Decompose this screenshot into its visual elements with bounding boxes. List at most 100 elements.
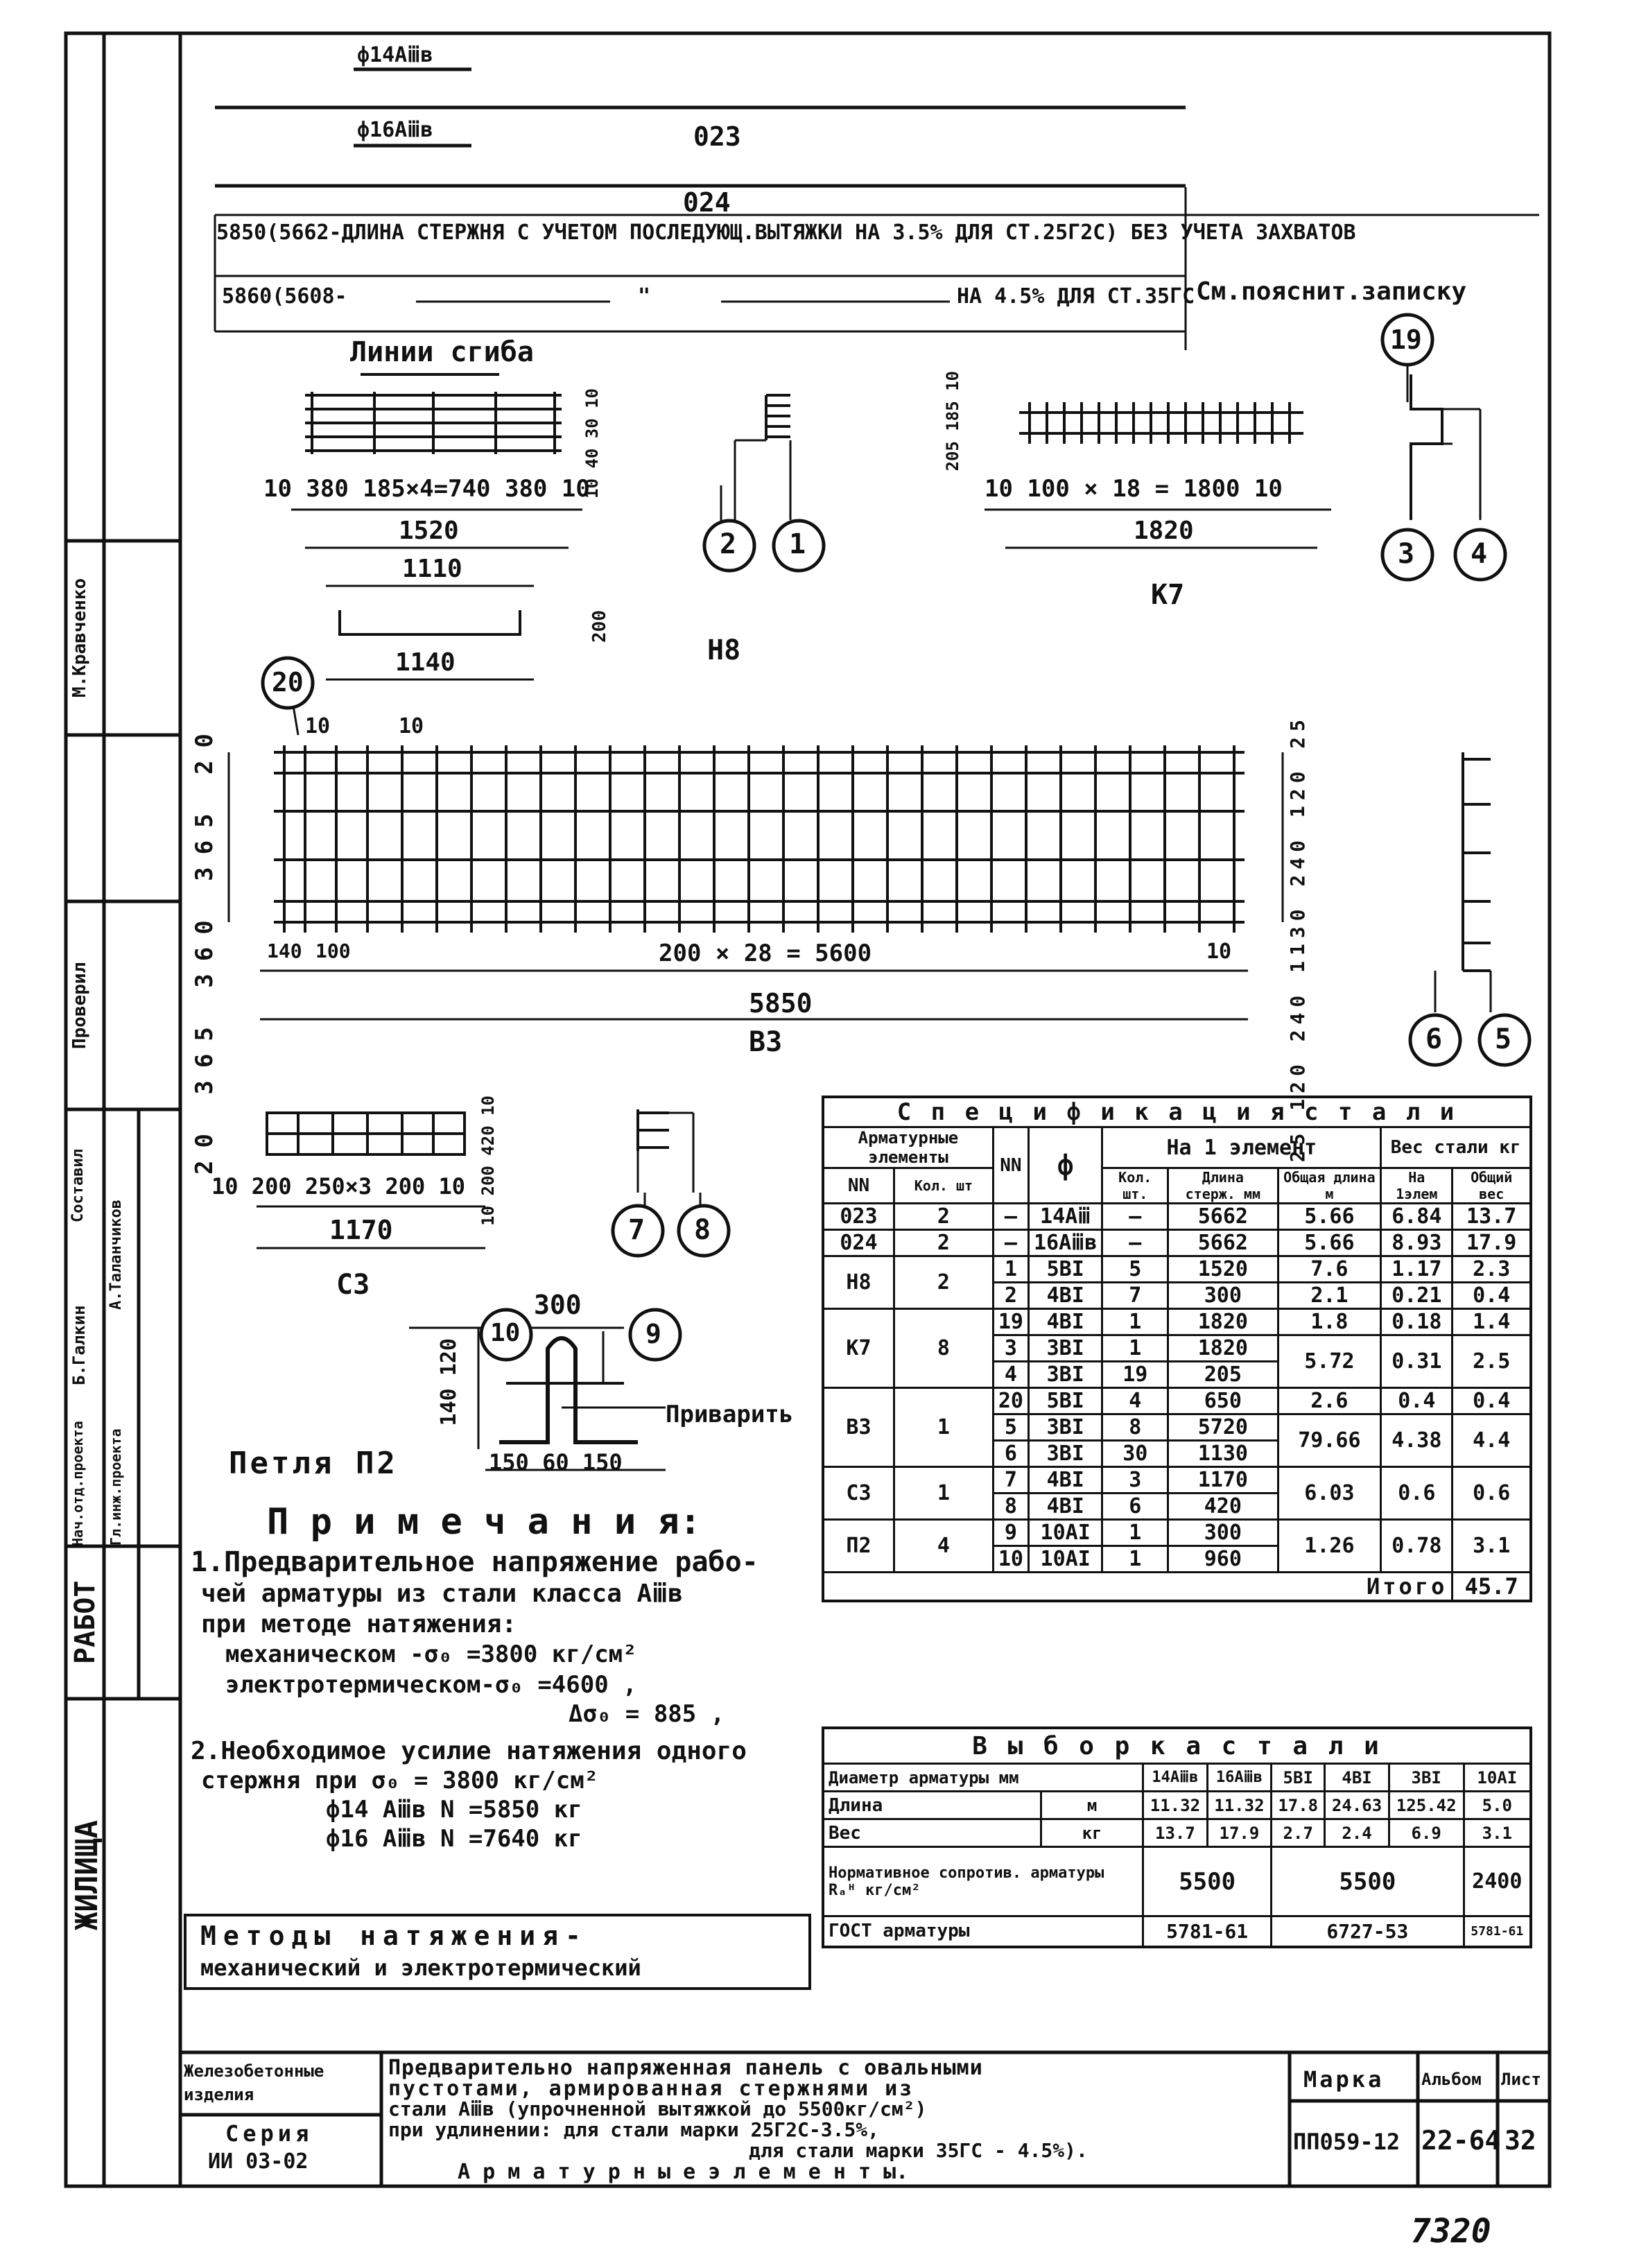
v3-d100: 100 <box>315 940 351 962</box>
cell-w1: 1.17 <box>1380 1255 1454 1283</box>
spec-h-qty: Кол. шт <box>892 1167 994 1204</box>
cell-q: 1 <box>892 1466 994 1521</box>
spec-itogo-value: 45.7 <box>1451 1571 1532 1602</box>
n8-total: 1520 <box>399 517 459 545</box>
vyb-w-unit: кг <box>1039 1818 1145 1848</box>
cell-el: Н8 <box>822 1255 895 1310</box>
vyb-gost1: 5781-61 <box>1142 1915 1273 1948</box>
cell-n: 7 <box>991 1466 1030 1494</box>
cell-tl: 1.8 <box>1276 1308 1382 1336</box>
vyb-len: 5.0 <box>1462 1790 1532 1820</box>
side-gip: Гл.инж.проекта <box>107 1428 124 1546</box>
cell-len: 960 <box>1167 1545 1279 1573</box>
cell-k: 1 <box>1101 1334 1170 1362</box>
cell-q: 4 <box>892 1518 994 1573</box>
vyb-col: 3ВI <box>1387 1763 1465 1792</box>
stamp-left-1: Железобетонные изделия <box>184 2061 324 2104</box>
notes-1-5: электротермическом-σ₀ =4600 , <box>225 1671 637 1699</box>
vyb-len: 24.63 <box>1324 1790 1390 1820</box>
v3-d10a: 10 <box>305 714 331 738</box>
cell-tl: 5.66 <box>1276 1202 1382 1231</box>
steel-selection-table: В ы б о р к а с т а л и Диаметр арматуры… <box>822 1726 1532 1948</box>
rod-024-diameter: ф16Аⅲв <box>357 118 433 142</box>
n8-dims-row: 10 380 185×4=740 380 10 <box>263 475 590 503</box>
cell-d: 4ВI <box>1027 1308 1104 1336</box>
loop-d300: 300 <box>534 1290 582 1320</box>
side-zhilishcha: ЖИЛИЩА <box>69 1820 105 1931</box>
position-19: 19 <box>1390 324 1422 355</box>
cell-d: 14Аⅲ <box>1027 1202 1104 1231</box>
side-nach: Нач.отд.проекта <box>69 1421 86 1546</box>
spec-h-w1: На 1элем <box>1380 1167 1454 1204</box>
side-prov: Проверил <box>69 962 90 1049</box>
stamp-left-2: Серия <box>225 2120 313 2147</box>
cell-d: 10АI <box>1027 1545 1104 1573</box>
n8-bend-label: Линии сгиба <box>350 336 534 368</box>
v3-d5600: 200 × 28 = 5600 <box>659 940 872 967</box>
cell-tl: 5.72 <box>1276 1334 1382 1389</box>
methods-box: Методы натяжения- механический и электро… <box>184 1914 811 1990</box>
rod-note-line2d: См.пояснит.записку <box>1196 277 1467 306</box>
stamp-left-3: ИИ 03-02 <box>208 2149 309 2174</box>
spec-h-phi: ф <box>1027 1126 1104 1204</box>
cell-len: 650 <box>1167 1387 1279 1415</box>
k7-dims-row: 10 100 × 18 = 1800 10 <box>985 475 1283 503</box>
rod-note-line2b: " <box>638 284 651 309</box>
spec-h-per: На 1 элемент <box>1101 1126 1382 1169</box>
vyb-col: 5ВI <box>1270 1763 1326 1792</box>
cell-q: 1 <box>892 1387 994 1468</box>
vyb-col: 10АI <box>1462 1763 1532 1792</box>
vyb-w-label: Вес <box>822 1818 1042 1848</box>
vyb-gost3: 5781-61 <box>1462 1915 1532 1948</box>
rod-note-line2c: НА 4.5% ДЛЯ СТ.35ГС <box>957 284 1195 309</box>
spec-h-weight: Вес стали кг <box>1380 1126 1532 1169</box>
vyb-title: В ы б о р к а с т а л и <box>822 1726 1532 1765</box>
rod-023-diameter: ф14Аⅲв <box>357 43 433 67</box>
notes-1-2: чей арматуры из стали класса Аⅲв <box>201 1579 683 1608</box>
vyb-len: 125.42 <box>1387 1790 1465 1820</box>
cell-len: 5662 <box>1167 1202 1279 1231</box>
c3-total: 1170 <box>329 1215 393 1245</box>
n8-d200: 200 <box>589 610 610 643</box>
vyb-len: 17.8 <box>1270 1790 1326 1820</box>
cell-n: 8 <box>991 1492 1030 1521</box>
cell-tl: 6.03 <box>1276 1466 1382 1521</box>
cell-w1: 0.31 <box>1380 1334 1454 1389</box>
spec-h-wt: Общий вес <box>1451 1167 1532 1204</box>
vyb-w: 6.9 <box>1387 1818 1465 1848</box>
v3-total: 5850 <box>749 988 813 1019</box>
notes-2-1: 2.Необходимое усилие натяжения одного <box>191 1737 747 1765</box>
cell-el: С3 <box>822 1466 895 1521</box>
cell-len: 300 <box>1167 1281 1279 1310</box>
cell-d: 3ВI <box>1027 1413 1104 1442</box>
notes-2-4: ф16 Аⅲв N =7640 кг <box>326 1825 582 1853</box>
cell-k: — <box>1101 1202 1170 1231</box>
cell-w1: 4.38 <box>1380 1413 1454 1468</box>
stamp-h-sheet: Лист <box>1501 2070 1541 2089</box>
cell-len: 5662 <box>1167 1229 1279 1257</box>
cell-q: 2 <box>892 1255 994 1310</box>
position-9: 9 <box>645 1319 661 1349</box>
cell-d: 4ВI <box>1027 1492 1104 1521</box>
cell-q: 2 <box>892 1229 994 1257</box>
cell-wt: 0.4 <box>1451 1281 1532 1310</box>
notes-title: П р и м е ч а н и я: <box>267 1501 702 1543</box>
vyb-col: 16Аⅲв <box>1206 1763 1273 1792</box>
cell-n: 9 <box>991 1518 1030 1547</box>
spec-h-nn2: NN <box>822 1167 895 1204</box>
cell-d: 3ВI <box>1027 1360 1104 1389</box>
cell-el: В3 <box>822 1387 895 1468</box>
cell-wt: 2.3 <box>1451 1255 1532 1283</box>
cell-d: 16Аⅲв <box>1027 1229 1104 1257</box>
side-name2: А.Таланчиков <box>107 1200 125 1310</box>
vyb-gost2: 6727-53 <box>1270 1915 1465 1948</box>
cell-k: 1 <box>1101 1545 1170 1573</box>
cell-n: 19 <box>991 1308 1030 1336</box>
n8-d1110: 1110 <box>402 555 462 583</box>
cell-n: 5 <box>991 1413 1030 1442</box>
cell-el: 024 <box>822 1229 895 1257</box>
